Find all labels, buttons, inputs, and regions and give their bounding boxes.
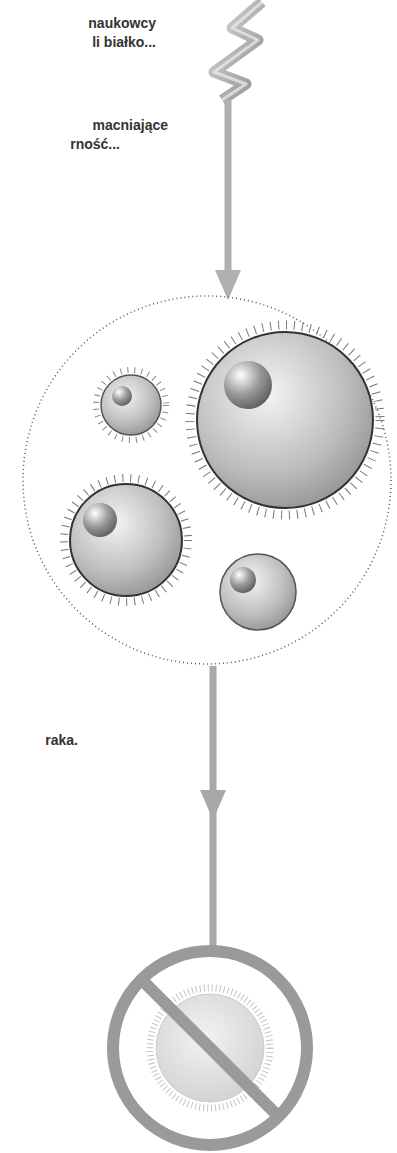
caption-fragment: li białko... [92,33,156,51]
nucleus [224,361,272,409]
prohibition-bar [142,980,278,1116]
ribbon-highlight [214,2,262,100]
cell [220,554,296,630]
cell-spikes [96,370,166,440]
caption-fragment: macniające [93,116,169,134]
arrow-head [200,790,226,820]
cell [70,484,182,596]
cell [101,375,161,435]
dotted-enclosure [23,296,391,664]
cell-spikes [64,478,188,602]
cell [197,332,373,508]
prohibition-ring [113,951,307,1145]
arrow-head [215,270,241,300]
cell-spikes [190,325,380,515]
caption-fragment: raka. [45,731,78,749]
nucleus [112,386,132,406]
nucleus [83,503,117,537]
arrow-shaft [225,100,232,276]
nucleus [230,567,256,593]
protein-ribbon [214,2,262,100]
caption-fragment: naukowcy [88,14,156,32]
caption-fragment: rność... [70,135,120,153]
